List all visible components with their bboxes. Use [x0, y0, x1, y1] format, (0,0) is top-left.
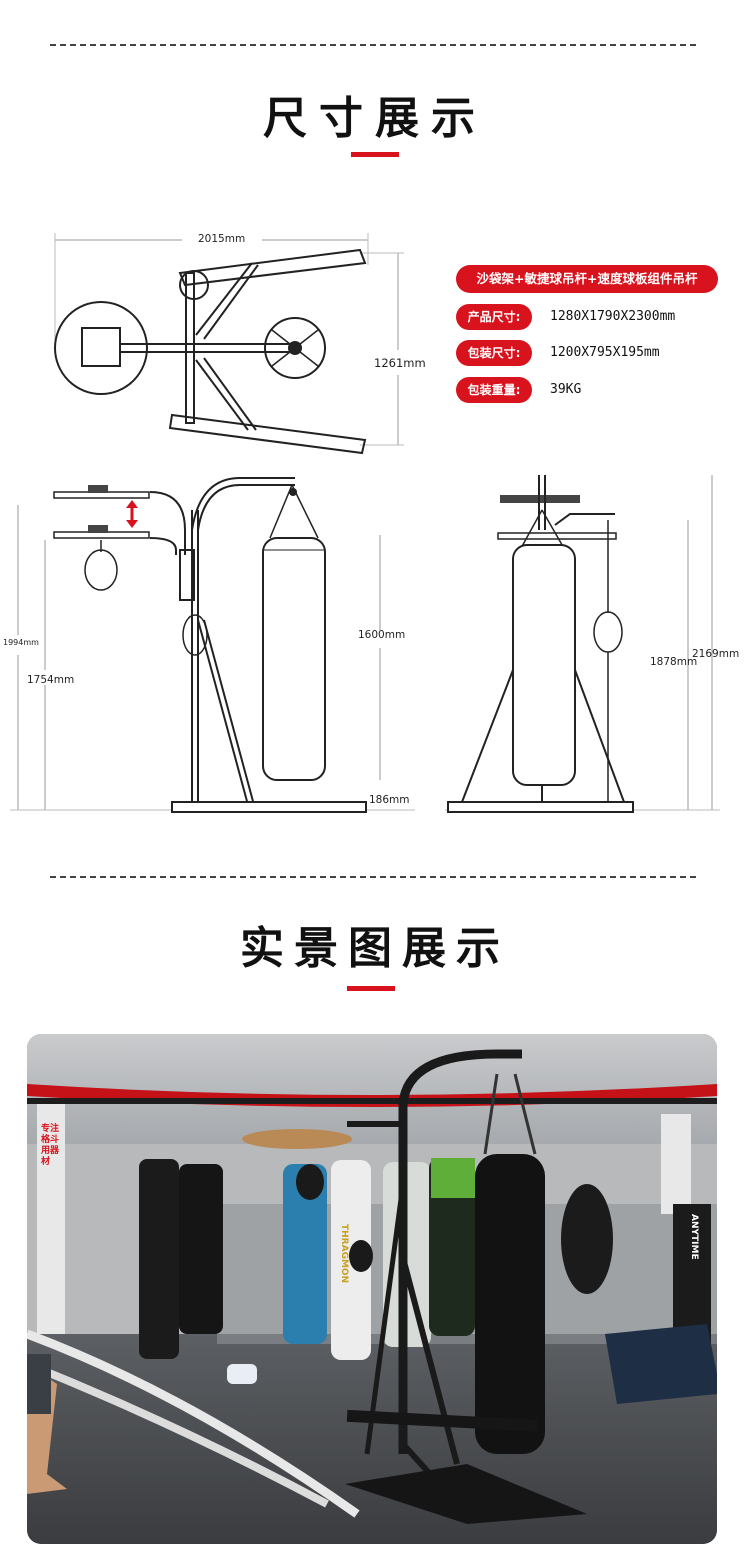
top-view-drawing — [54, 233, 404, 455]
dim-top-width: 2015mm — [198, 233, 246, 245]
gym-scene-illustration — [27, 1034, 717, 1544]
spec-label: 包装重量: — [456, 377, 532, 403]
title-underline — [347, 986, 395, 991]
dim-top-height: 1261mm — [374, 356, 426, 370]
dim-left-ball: 1754mm — [27, 674, 75, 686]
bag-brand-text: ANYTIME — [689, 1214, 699, 1260]
dim-right-ball: 1878mm — [650, 656, 698, 668]
dim-left-overall: 1994mm — [3, 638, 39, 647]
spec-row-package-size: 包装尺寸: 1200X795X195mm — [456, 340, 726, 366]
title-underline — [351, 152, 399, 157]
banner-text-left: 专注格斗用器材 — [41, 1124, 63, 1168]
dim-bag-length: 1600mm — [358, 629, 406, 641]
gym-scene-photo: 专注格斗用器材 THRAGMON ANYTIME — [27, 1034, 717, 1544]
spec-row-package-weight: 包装重量: 39KG — [456, 377, 726, 403]
top-divider — [50, 44, 696, 46]
banner-left-line2: 用器材 — [41, 1146, 60, 1167]
bag-print-text: THRAGMON — [339, 1224, 349, 1284]
middle-divider — [50, 876, 696, 878]
side-view-drawing — [10, 477, 415, 813]
section-title-scene: 实景图展示 — [240, 923, 510, 974]
dim-right-overall: 2169mm — [692, 648, 740, 660]
spec-header: 沙袋架+敏捷球吊杆+速度球板组件吊杆 — [456, 265, 718, 293]
section-title-dimensions: 尺寸展示 — [263, 93, 487, 144]
spec-label: 产品尺寸: — [456, 304, 532, 330]
spec-row-product-size: 产品尺寸: 1280X1790X2300mm — [456, 304, 726, 330]
dim-bag-bottom: 186mm — [369, 794, 410, 806]
front-view-drawing — [445, 475, 720, 813]
spec-label: 包装尺寸: — [456, 340, 532, 366]
spec-value: 1280X1790X2300mm — [550, 309, 676, 324]
spec-value: 39KG — [550, 382, 582, 397]
banner-left-line1: 专注格斗 — [41, 1124, 60, 1145]
spec-value: 1200X795X195mm — [550, 345, 660, 360]
